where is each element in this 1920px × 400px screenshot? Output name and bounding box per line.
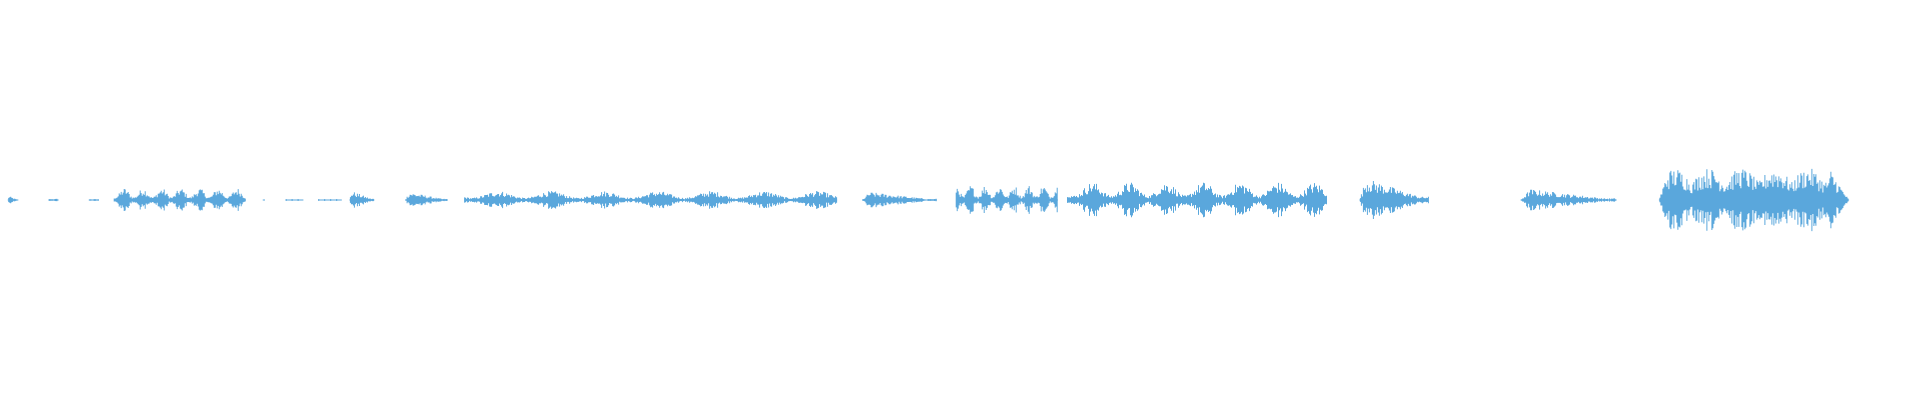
waveform-amplitude	[8, 196, 19, 204]
waveform-segment	[1359, 181, 1429, 219]
waveform-segment	[113, 189, 246, 211]
waveform-amplitude	[405, 194, 448, 206]
waveform-segment	[1067, 182, 1327, 218]
waveform-amplitude	[349, 192, 374, 208]
waveform-segment	[955, 186, 1058, 214]
waveform-segment	[262, 199, 265, 201]
waveform-segment	[1520, 189, 1617, 211]
waveform-segment	[48, 198, 59, 202]
waveform-amplitude	[1659, 168, 1850, 232]
waveform-amplitude	[113, 189, 246, 211]
waveform-amplitude	[1359, 181, 1429, 219]
waveform-amplitude	[88, 199, 99, 201]
waveform-segment	[7, 196, 19, 204]
waveform-segment	[88, 199, 99, 201]
waveform-segment	[862, 192, 937, 208]
waveform-segment	[464, 191, 838, 209]
waveform-segment	[405, 194, 448, 206]
waveform-amplitude	[48, 198, 59, 202]
waveform-amplitude	[262, 199, 265, 201]
waveform-amplitude	[955, 186, 1058, 214]
waveform-amplitude	[1067, 182, 1327, 218]
waveform-amplitude	[1521, 189, 1617, 211]
waveform-amplitude	[464, 191, 838, 209]
waveform-amplitude	[862, 192, 937, 208]
waveform-segment	[285, 199, 304, 201]
waveform-segment	[318, 199, 342, 201]
waveform-segment	[1658, 168, 1850, 232]
waveform-segment	[349, 192, 375, 208]
